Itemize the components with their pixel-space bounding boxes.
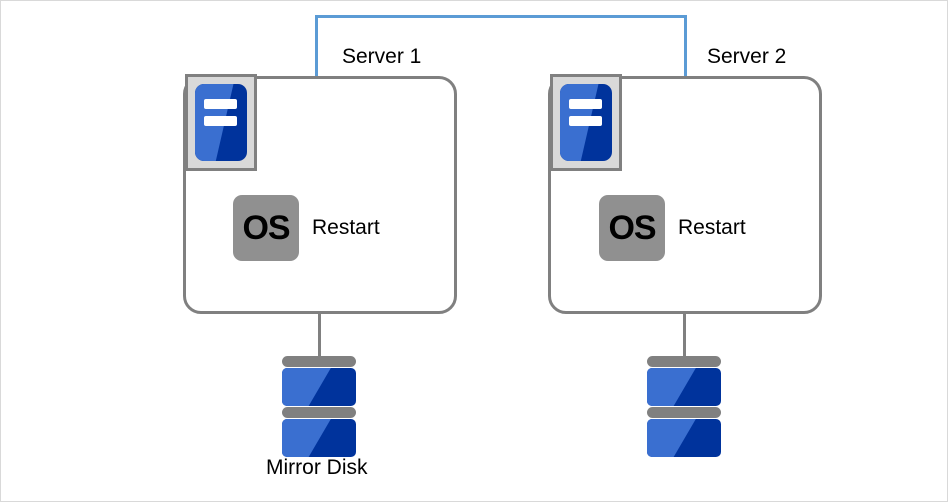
server-2-disk-connector <box>683 314 686 358</box>
interconnect-link-left-drop <box>315 15 318 77</box>
os-icon: OS <box>233 195 299 261</box>
disk-platter-upper <box>647 368 721 406</box>
machine-icon-body <box>195 84 247 161</box>
mirror-disk-label: Mirror Disk <box>266 456 368 479</box>
machine-icon-body <box>560 84 612 161</box>
server-2-disk-icon <box>647 356 721 458</box>
server-1-disk-icon <box>282 356 356 458</box>
os-icon: OS <box>599 195 665 261</box>
server-1-disk-connector <box>318 314 321 358</box>
machine-icon-slot-2 <box>569 115 602 126</box>
server-1-label: Server 1 <box>342 45 422 68</box>
disk-platter-lower <box>282 419 356 457</box>
disk-plate-middle <box>282 407 356 418</box>
server-2-label: Server 2 <box>707 45 787 68</box>
disk-platter-upper <box>282 368 356 406</box>
server-1-status-label: Restart <box>312 216 380 239</box>
server-1-status-row: OS Restart <box>233 195 380 261</box>
disk-plate-top <box>647 356 721 367</box>
disk-plate-middle <box>647 407 721 418</box>
server-2-status-row: OS Restart <box>599 195 746 261</box>
interconnect-link-horizontal <box>315 15 687 18</box>
server-2-status-label: Restart <box>678 216 746 239</box>
disk-platter-lower <box>647 419 721 457</box>
machine-icon-slot-1 <box>204 98 237 109</box>
server-1-machine-icon <box>185 74 257 171</box>
disk-plate-top <box>282 356 356 367</box>
machine-icon-slot-1 <box>569 98 602 109</box>
interconnect-link-right-drop <box>684 15 687 77</box>
machine-icon-slot-2 <box>204 115 237 126</box>
server-2-machine-icon <box>550 74 622 171</box>
